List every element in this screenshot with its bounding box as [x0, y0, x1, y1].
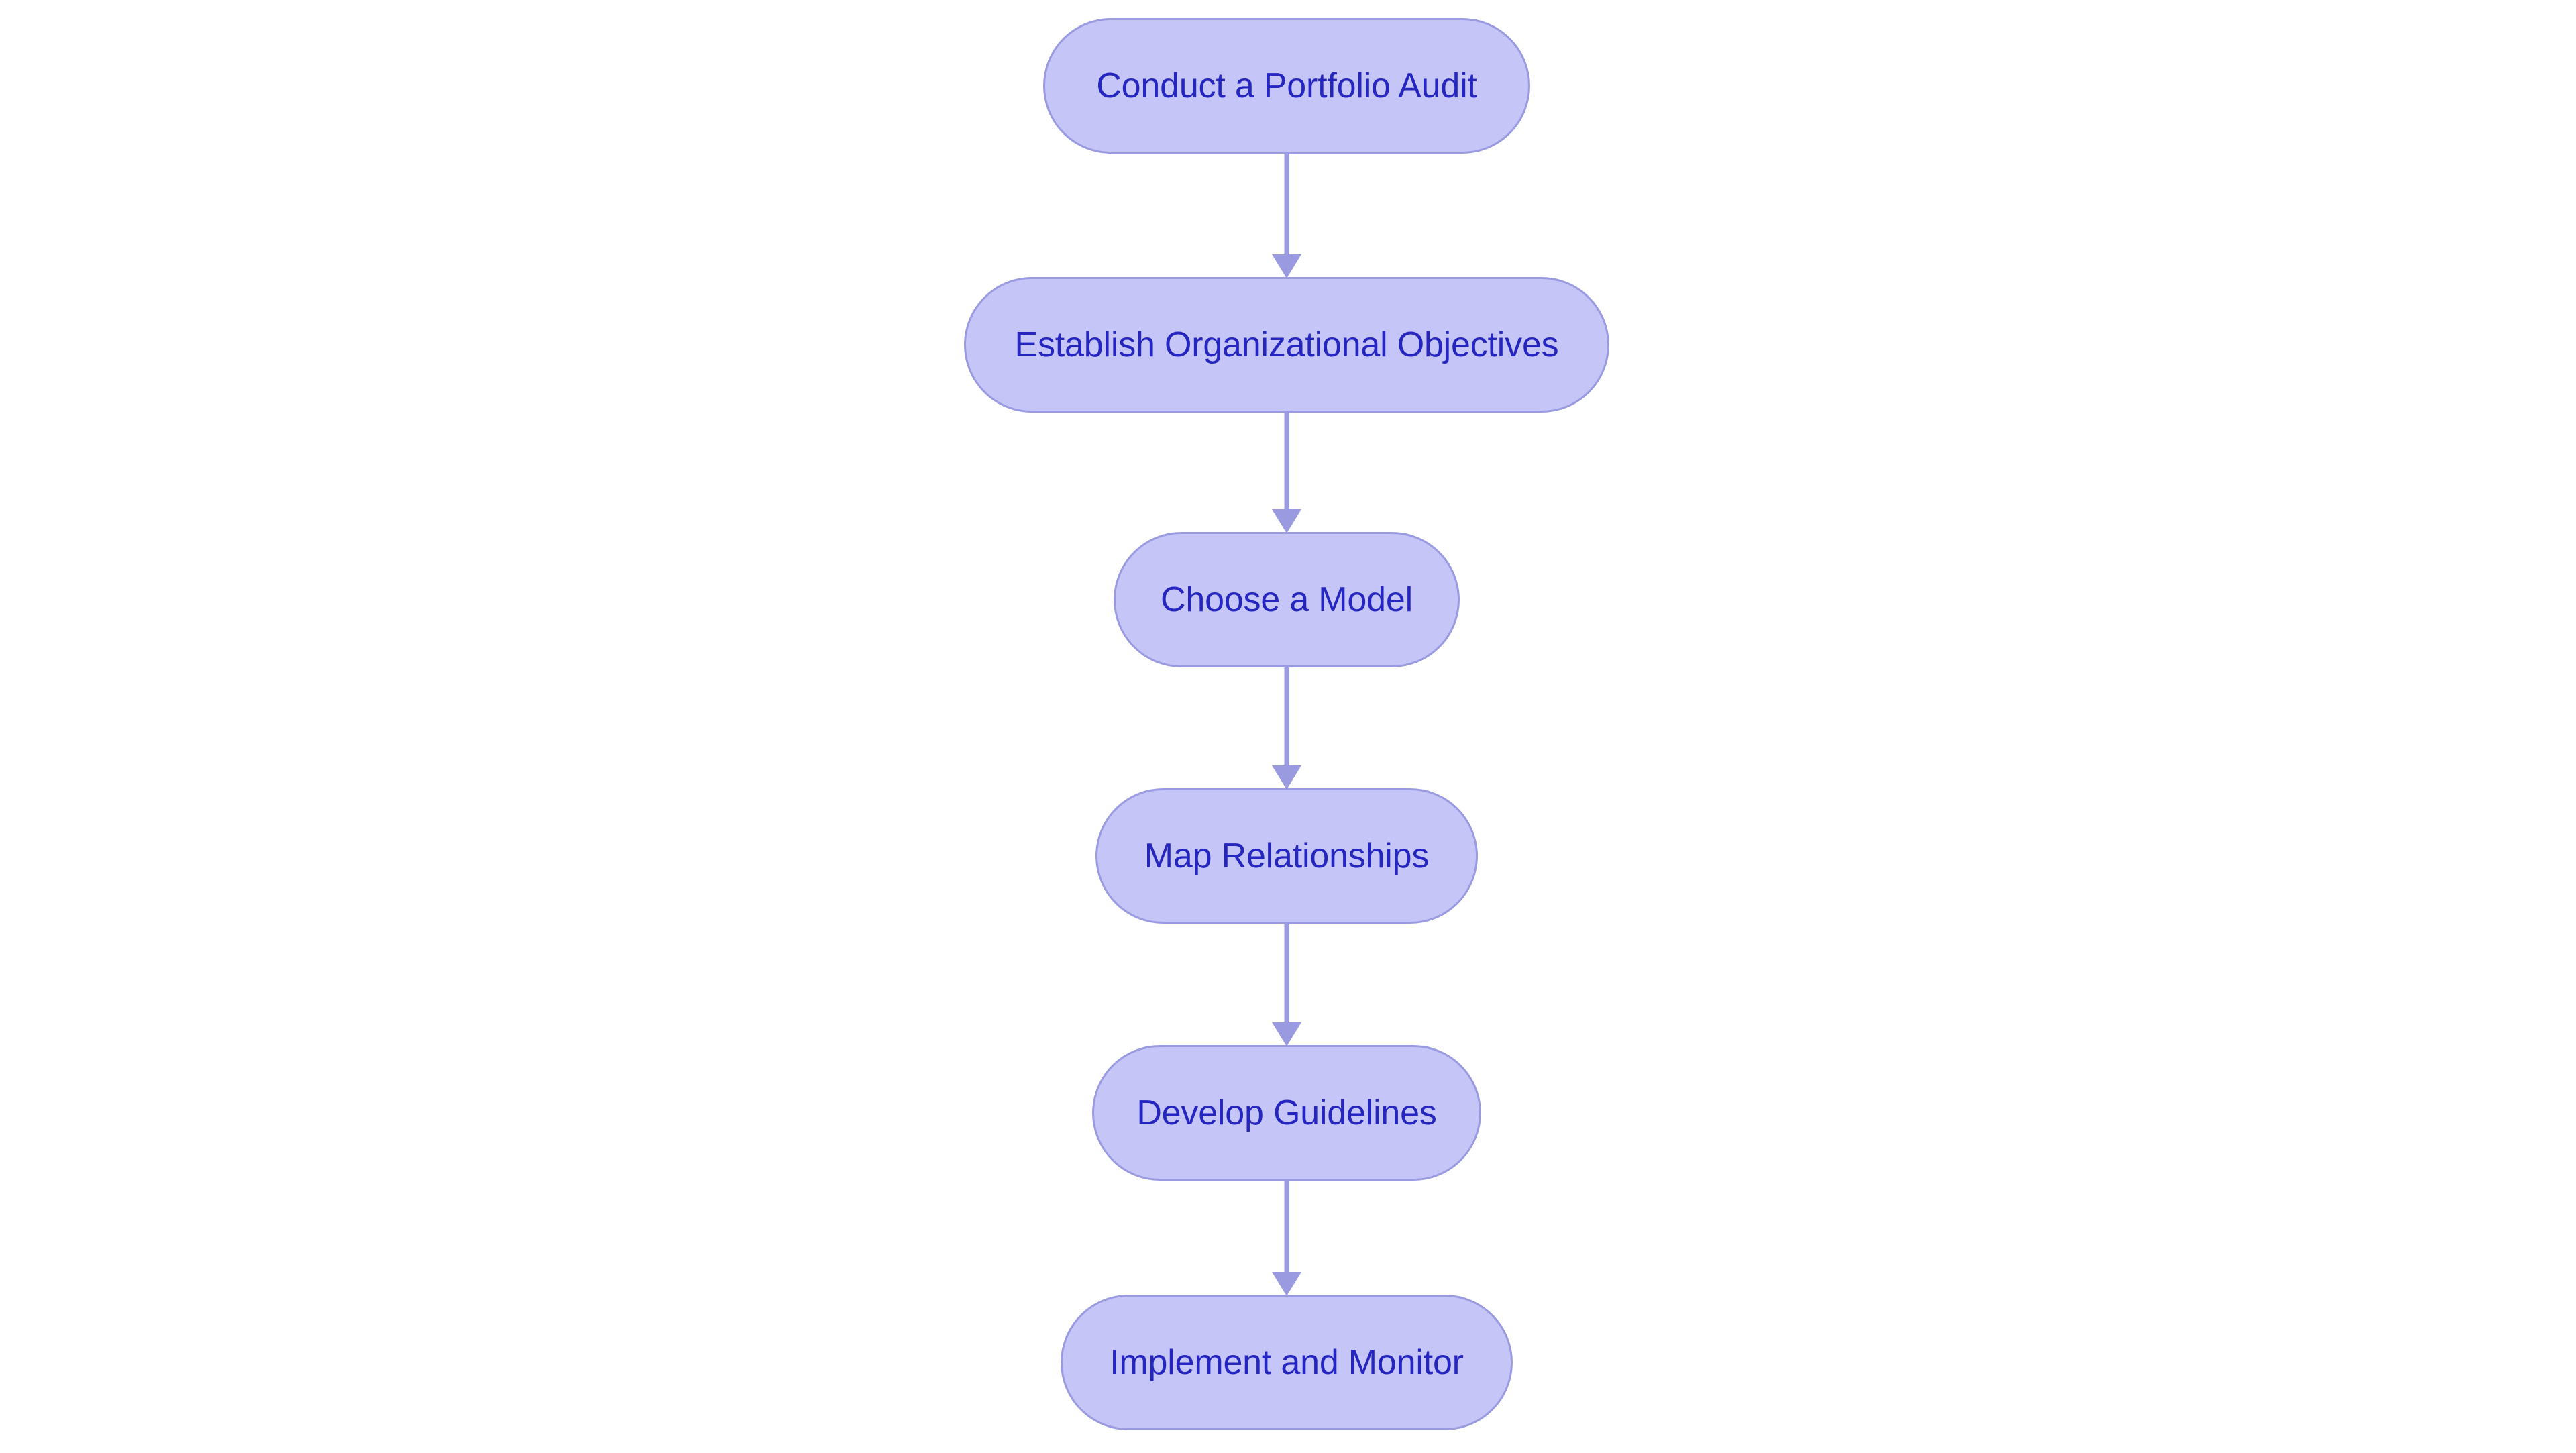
down-arrow-icon	[1272, 254, 1301, 278]
flow-connector-n0-to-n1	[1267, 154, 1307, 278]
flow-node-label: Implement and Monitor	[1110, 1343, 1464, 1382]
down-arrow-icon	[1272, 1022, 1301, 1046]
flow-node-label: Choose a Model	[1161, 580, 1413, 619]
down-arrow-icon	[1272, 765, 1301, 790]
flow-connector-n2-to-n3	[1267, 667, 1307, 790]
flow-connector-n1-to-n2	[1267, 413, 1307, 533]
down-arrow-icon	[1272, 1272, 1301, 1296]
flow-connector-n3-to-n4	[1267, 924, 1307, 1046]
connector-line	[1284, 154, 1289, 254]
down-arrow-icon	[1272, 509, 1301, 533]
flow-node-label: Map Relationships	[1144, 837, 1430, 875]
flow-connector-n4-to-n5	[1267, 1181, 1307, 1296]
flow-node-map-relationships[interactable]: Map Relationships	[1095, 788, 1478, 924]
flow-node-choose-a-model[interactable]: Choose a Model	[1114, 532, 1460, 667]
connector-line	[1284, 924, 1289, 1022]
flow-node-label: Conduct a Portfolio Audit	[1096, 66, 1477, 105]
flow-node-label: Establish Organizational Objectives	[1014, 325, 1559, 364]
flow-node-implement-and-monitor[interactable]: Implement and Monitor	[1061, 1295, 1513, 1430]
connector-line	[1284, 413, 1289, 509]
connector-line	[1284, 1181, 1289, 1272]
connector-line	[1284, 667, 1289, 765]
flow-node-establish-organizational-objectives[interactable]: Establish Organizational Objectives	[964, 277, 1609, 413]
flow-node-conduct-a-portfolio-audit[interactable]: Conduct a Portfolio Audit	[1043, 18, 1530, 154]
flow-node-label: Develop Guidelines	[1136, 1093, 1437, 1132]
flow-node-develop-guidelines[interactable]: Develop Guidelines	[1092, 1045, 1481, 1181]
